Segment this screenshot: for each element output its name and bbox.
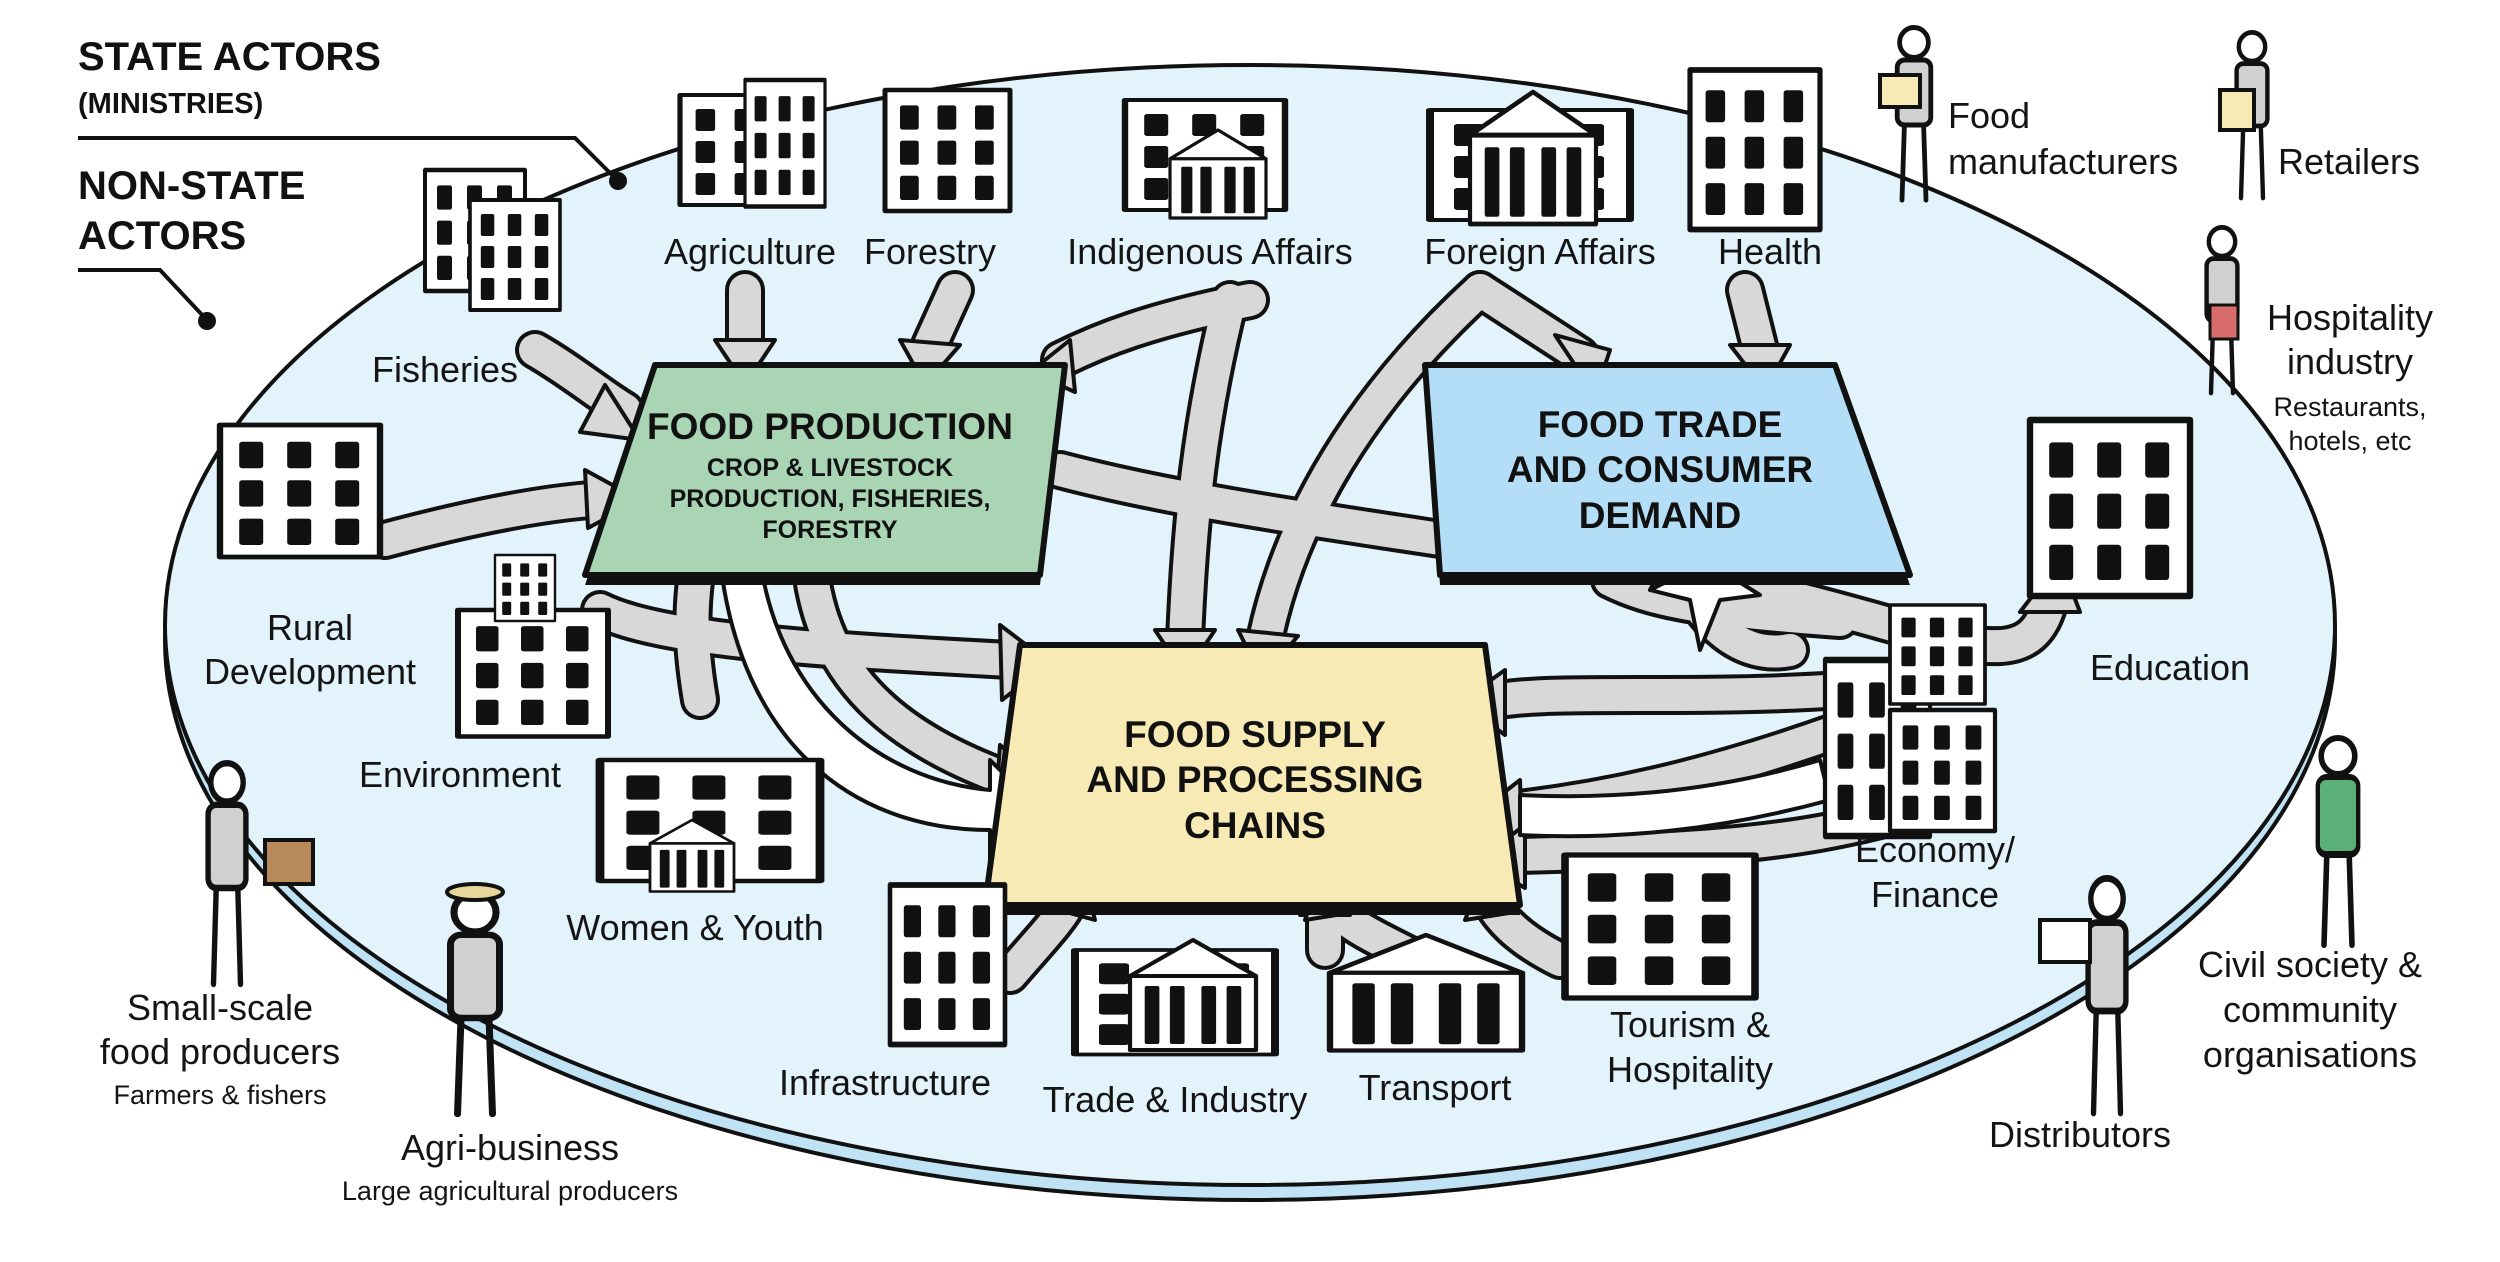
building-forestry — [885, 90, 1010, 211]
label-foreign-affairs: Foreign Affairs — [1424, 231, 1656, 272]
label-forestry: Forestry — [863, 231, 996, 272]
label-indigenous-affairs: Indigenous Affairs — [1067, 231, 1353, 272]
legend-pointers — [78, 136, 627, 330]
person-distributor — [2038, 878, 2126, 1113]
building-rural-development — [220, 425, 380, 557]
building-infrastructure — [890, 885, 1005, 1045]
label-distributors: Distributors — [1988, 1114, 2172, 1155]
label-agri-business: Agri-business — [400, 1127, 620, 1168]
hub-food-supply — [982, 642, 1523, 915]
building-indigenous-affairs — [1125, 100, 1285, 220]
person-retailers — [2218, 32, 2267, 198]
label-hospitality-sub-2: hotels, etc — [2288, 426, 2412, 456]
label-hospitality-sub-1: Restaurants, — [2273, 392, 2427, 422]
building-foreign-affairs — [1430, 92, 1630, 224]
person-agri-business — [445, 882, 505, 1114]
hub-food-supply-title-1: FOOD SUPPLY — [1124, 714, 1386, 756]
hub-food-production-sub-3: FORESTRY — [762, 516, 898, 545]
label-education: Education — [2089, 647, 2251, 688]
legend-nonstate-title-line2: ACTORS — [78, 214, 247, 258]
hub-food-production-label: FOOD PRODUCTION CROP & LIVESTOCK PRODUCT… — [610, 385, 1050, 565]
hub-food-trade-title-2: AND CONSUMER — [1506, 449, 1814, 491]
label-civil-society-1: Civil society & — [2197, 944, 2423, 985]
label-environment: Environment — [358, 754, 562, 795]
label-hospitality-1: Hospitality — [2266, 297, 2434, 338]
hub-food-supply-label: FOOD SUPPLY AND PROCESSING CHAINS — [1020, 700, 1490, 860]
building-tourism-hospitality — [1565, 855, 1755, 998]
hub-food-production-title: FOOD PRODUCTION — [647, 405, 1013, 447]
label-rural-development-2: Development — [203, 651, 417, 692]
person-small-scale-producer — [208, 763, 315, 984]
label-retailers: Retailers — [2278, 141, 2421, 182]
label-women-youth: Women & Youth — [566, 907, 824, 948]
label-agri-business-sub: Large agricultural producers — [341, 1176, 679, 1206]
legend-state-actors-subtitle: (MINISTRIES) — [78, 88, 264, 120]
hub-food-trade-title-3: DEMAND — [1578, 494, 1742, 536]
label-hospitality-2: industry — [2286, 341, 2414, 382]
hub-food-production-sub-2: PRODUCTION, FISHERIES, — [669, 485, 991, 514]
label-trade-industry: Trade & Industry — [1042, 1079, 1308, 1120]
label-tourism-hospitality-1: Tourism & — [1609, 1004, 1771, 1045]
hub-food-supply-title-2: AND PROCESSING — [1086, 759, 1424, 801]
label-small-scale-sub: Farmers & fishers — [113, 1080, 327, 1110]
hub-food-trade-title-1: FOOD TRADE — [1537, 404, 1783, 446]
hub-food-trade — [1422, 362, 1913, 585]
legend-state-actors-title: STATE ACTORS — [78, 35, 381, 79]
label-food-manufacturers-1: Food — [1948, 95, 2031, 136]
label-civil-society-3: organisations — [2202, 1034, 2418, 1075]
label-transport: Transport — [1358, 1067, 1512, 1108]
label-health: Health — [1717, 231, 1823, 272]
person-hospitality — [2207, 227, 2238, 393]
hub-food-trade-label: FOOD TRADE AND CONSUMER DEMAND — [1440, 385, 1880, 555]
person-civil-society — [2318, 738, 2358, 945]
building-education — [2030, 420, 2190, 596]
label-fisheries: Fisheries — [371, 349, 519, 390]
hub-food-production — [582, 362, 1068, 585]
label-economy-finance-1: Economy/ — [1854, 829, 2016, 870]
legend-nonstate-title-line1: NON-STATE — [78, 164, 306, 208]
label-food-manufacturers-2: manufacturers — [1948, 141, 2179, 182]
label-small-scale-1: Small-scale — [126, 987, 314, 1028]
label-small-scale-2: food producers — [99, 1031, 341, 1072]
hub-food-production-sub-1: CROP & LIVESTOCK — [706, 454, 954, 483]
person-food-manufacturers — [1878, 28, 1931, 201]
label-economy-finance-2: Finance — [1870, 874, 2000, 915]
label-rural-development-1: Rural — [266, 607, 354, 648]
label-civil-society-2: community — [2222, 989, 2398, 1030]
building-trade-industry — [1075, 940, 1275, 1055]
building-fisheries — [425, 170, 562, 312]
label-infrastructure: Infrastructure — [778, 1062, 992, 1103]
building-women-youth — [600, 760, 820, 893]
label-tourism-hospitality-2: Hospitality — [1606, 1049, 1774, 1090]
label-agriculture: Agriculture — [663, 231, 837, 272]
building-agriculture — [680, 80, 825, 207]
building-health — [1690, 70, 1820, 230]
hub-food-supply-title-3: CHAINS — [1184, 804, 1326, 846]
